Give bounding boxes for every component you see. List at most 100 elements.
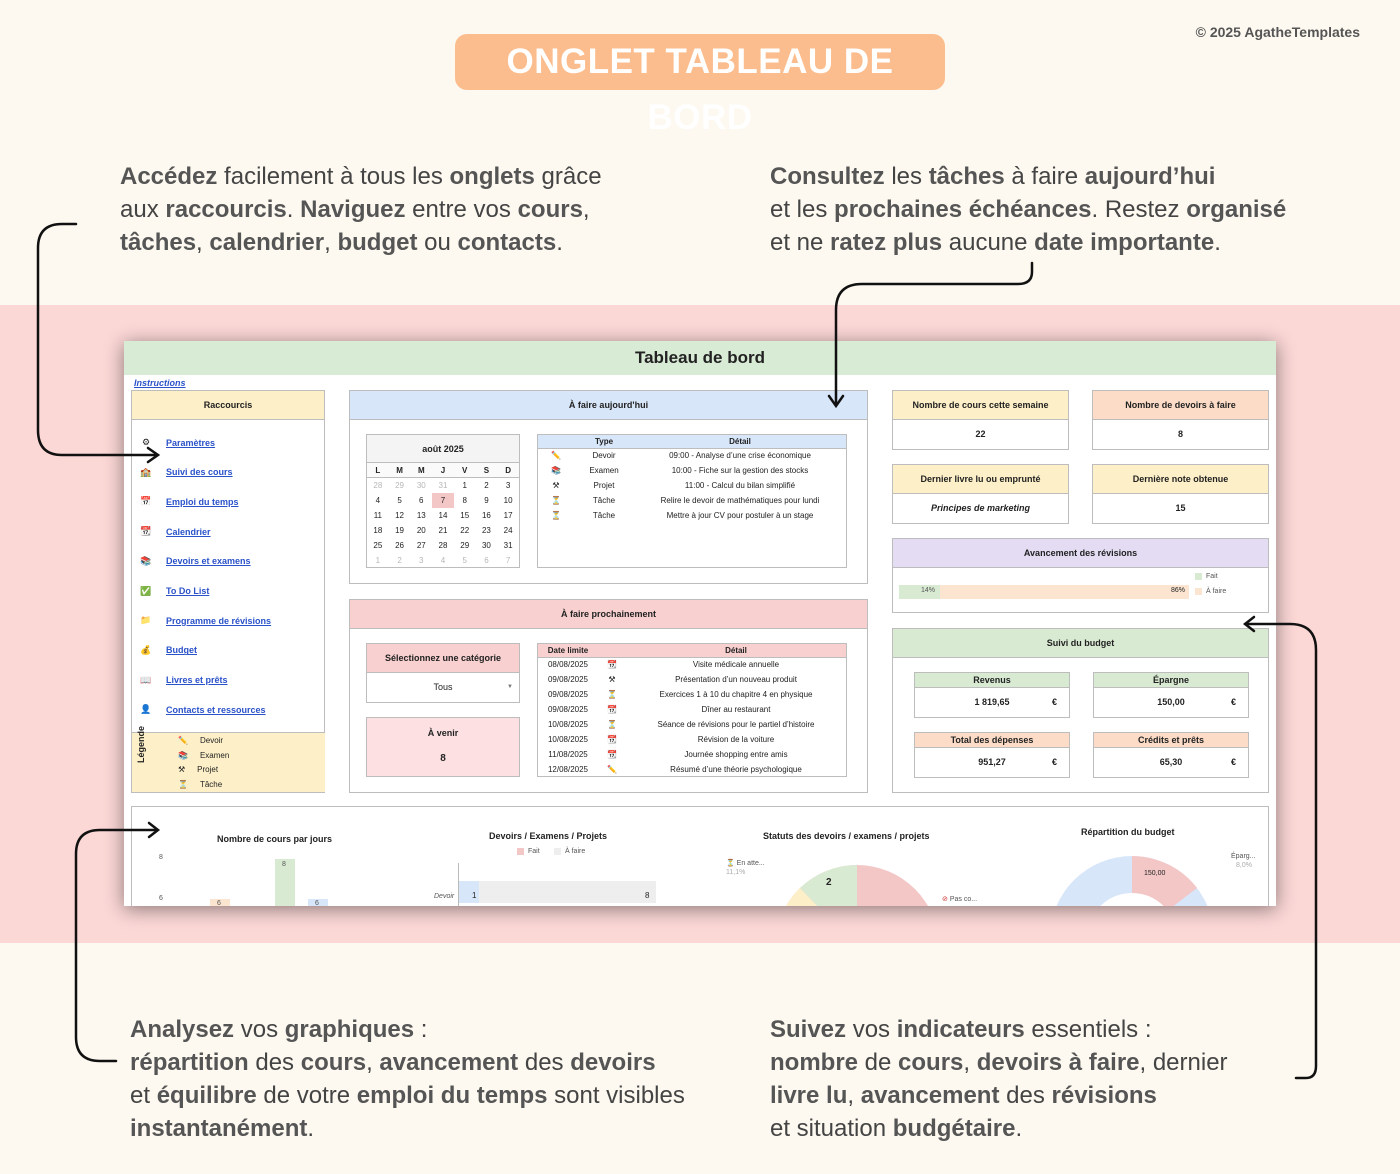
shortcut-item[interactable]: 📚 Devoirs et examens bbox=[140, 555, 251, 567]
calendar-day[interactable]: 3 bbox=[505, 481, 511, 490]
calendar-day[interactable]: 6 bbox=[484, 556, 489, 565]
category-select[interactable]: Tous ▼ bbox=[367, 673, 519, 702]
shortcut-icon: 📚 bbox=[140, 555, 152, 566]
calendar-day[interactable]: 25 bbox=[373, 541, 383, 550]
calendar-weekday: S bbox=[475, 463, 498, 478]
calendar-day[interactable]: 20 bbox=[416, 526, 426, 535]
callout-text: emploi du temps bbox=[356, 1082, 548, 1109]
upcoming-col-detail: Détail bbox=[626, 644, 846, 658]
callout-text: tâches bbox=[928, 163, 1005, 190]
callout-text: ratez plus bbox=[830, 229, 943, 256]
row-icon: ⏳ bbox=[607, 720, 617, 729]
row-detail: Présentation d’un nouveau produit bbox=[675, 675, 797, 684]
shortcut-item[interactable]: 📁Programme de révisions bbox=[140, 615, 271, 626]
calendar-day[interactable]: 19 bbox=[395, 526, 405, 535]
shortcut-item[interactable]: 📆 Calendrier bbox=[140, 526, 211, 537]
calendar-day[interactable]: 24 bbox=[503, 526, 513, 535]
calendar-day[interactable]: 21 bbox=[438, 526, 448, 535]
calendar-day[interactable]: 10 bbox=[503, 496, 513, 505]
calendar-day[interactable]: 1 bbox=[462, 481, 467, 490]
shortcut-link[interactable]: Emploi du temps bbox=[166, 496, 239, 507]
calendar-day[interactable]: 5 bbox=[462, 556, 467, 565]
callout-text: . Restez bbox=[1091, 196, 1187, 223]
revisions-bar: 14% 86% bbox=[899, 585, 1189, 599]
calendar-day[interactable]: 22 bbox=[460, 526, 470, 535]
chart-courses-ytick: 6 bbox=[159, 895, 163, 902]
chart-courses-ytick: 8 bbox=[159, 854, 163, 861]
calendar-day[interactable]: 31 bbox=[438, 481, 448, 490]
calendar-day[interactable]: 30 bbox=[416, 481, 426, 490]
callout-text: , bbox=[366, 1049, 380, 1076]
calendar-day[interactable]: 1 bbox=[375, 556, 381, 565]
shortcut-item[interactable]: 💰Budget bbox=[140, 645, 197, 656]
calendar-day[interactable]: 14 bbox=[438, 511, 448, 520]
shortcut-item[interactable]: 📖Livres et prêts bbox=[140, 675, 228, 686]
calendar-day[interactable]: 3 bbox=[419, 556, 424, 565]
calendar-day[interactable]: 9 bbox=[484, 496, 489, 505]
calendar-day[interactable]: 27 bbox=[416, 541, 426, 550]
calendar-day[interactable]: 6 bbox=[419, 496, 424, 505]
calendar-day[interactable]: 30 bbox=[481, 541, 491, 550]
chart-homework-legend-todo-label: À faire bbox=[565, 848, 586, 855]
shortcut-link[interactable]: Paramètres bbox=[166, 437, 216, 448]
calendar-day[interactable]: 5 bbox=[397, 496, 402, 505]
shortcut-item[interactable]: ✅ To Do List bbox=[140, 586, 209, 597]
shortcut-link[interactable]: Calendrier bbox=[166, 526, 211, 537]
chart-homework-row-label: Devoir bbox=[434, 893, 455, 900]
calendar-day[interactable]: 29 bbox=[460, 541, 470, 550]
calendar-day[interactable]: 29 bbox=[395, 481, 405, 490]
shortcut-link[interactable]: Livres et prêts bbox=[166, 675, 228, 686]
row-date: 09/08/2025 bbox=[547, 690, 589, 699]
row-date: 08/08/2025 bbox=[547, 660, 589, 670]
calendar-weekday: L bbox=[367, 463, 389, 478]
calendar-day[interactable]: 8 bbox=[462, 496, 467, 505]
calendar-day[interactable]: 4 bbox=[440, 556, 446, 565]
calendar-day[interactable]: 28 bbox=[373, 481, 383, 490]
shortcut-item[interactable]: 🏫Suivi des cours bbox=[140, 467, 233, 478]
shortcut-link[interactable]: Programme de révisions bbox=[166, 615, 272, 626]
shortcut-icon: 📆 bbox=[140, 526, 152, 537]
calendar-day[interactable]: 7 bbox=[432, 493, 454, 508]
calendar-day[interactable]: 2 bbox=[397, 556, 402, 565]
chart-homework-legend-done: Fait bbox=[517, 848, 540, 855]
instructions-link[interactable]: Instructions bbox=[134, 378, 186, 388]
callout-text: raccourcis bbox=[165, 196, 287, 223]
shortcut-link[interactable]: To Do List bbox=[166, 586, 210, 596]
callout-text: devoirs à faire bbox=[976, 1049, 1140, 1076]
calendar-day[interactable]: 12 bbox=[395, 511, 405, 520]
calendar-day[interactable]: 7 bbox=[505, 556, 511, 565]
calendar-day[interactable]: 26 bbox=[395, 541, 405, 550]
shortcut-item[interactable]: ⚙Paramètres bbox=[140, 437, 215, 448]
chart-budget-title: Répartition du budget bbox=[1081, 827, 1175, 837]
legend-box: Légende ✏️Devoir📚Examen⚒Projet⏳Tâche bbox=[132, 726, 325, 792]
shortcut-icon: ✅ bbox=[140, 585, 152, 596]
shortcut-link[interactable]: Devoirs et examens bbox=[166, 556, 251, 567]
chart-homework-done-value: 1 bbox=[472, 891, 477, 900]
calendar-day[interactable]: 2 bbox=[484, 481, 489, 490]
shortcut-item[interactable]: 📅Emploi du temps bbox=[140, 496, 239, 507]
legend-title: Légende bbox=[136, 725, 146, 763]
dashboard-sheet: Tableau de bord Instructions Raccourcis … bbox=[124, 341, 1276, 906]
shortcut-link[interactable]: Budget bbox=[166, 645, 197, 656]
shortcut-link[interactable]: Suivi des cours bbox=[166, 467, 233, 478]
calendar-day[interactable]: 11 bbox=[373, 511, 382, 520]
shortcuts-title: Raccourcis bbox=[132, 391, 324, 420]
calendar-day[interactable]: 16 bbox=[481, 511, 491, 520]
calendar-weekday: D bbox=[497, 463, 519, 478]
grade-stat-value: 15 bbox=[1093, 494, 1268, 523]
calendar-day[interactable]: 18 bbox=[373, 526, 383, 535]
calendar-day[interactable]: 13 bbox=[416, 511, 426, 520]
chart-courses-bar-label: 6 bbox=[315, 900, 319, 906]
calendar-day[interactable]: 23 bbox=[481, 526, 491, 535]
calendar-day[interactable]: 31 bbox=[503, 541, 513, 550]
calendar-day[interactable]: 17 bbox=[503, 511, 513, 520]
calendar-day[interactable]: 28 bbox=[438, 541, 448, 550]
shortcut-link[interactable]: Contacts et ressources bbox=[166, 704, 266, 715]
calendar-day[interactable]: 4 bbox=[375, 496, 381, 505]
callout-text: graphiques bbox=[284, 1016, 415, 1043]
income-label: Revenus bbox=[915, 673, 1069, 688]
row-date: 11/08/2025 bbox=[548, 750, 588, 759]
calendar-day[interactable]: 15 bbox=[460, 511, 470, 520]
shortcut-item[interactable]: 👤Contacts et ressources bbox=[140, 704, 266, 715]
